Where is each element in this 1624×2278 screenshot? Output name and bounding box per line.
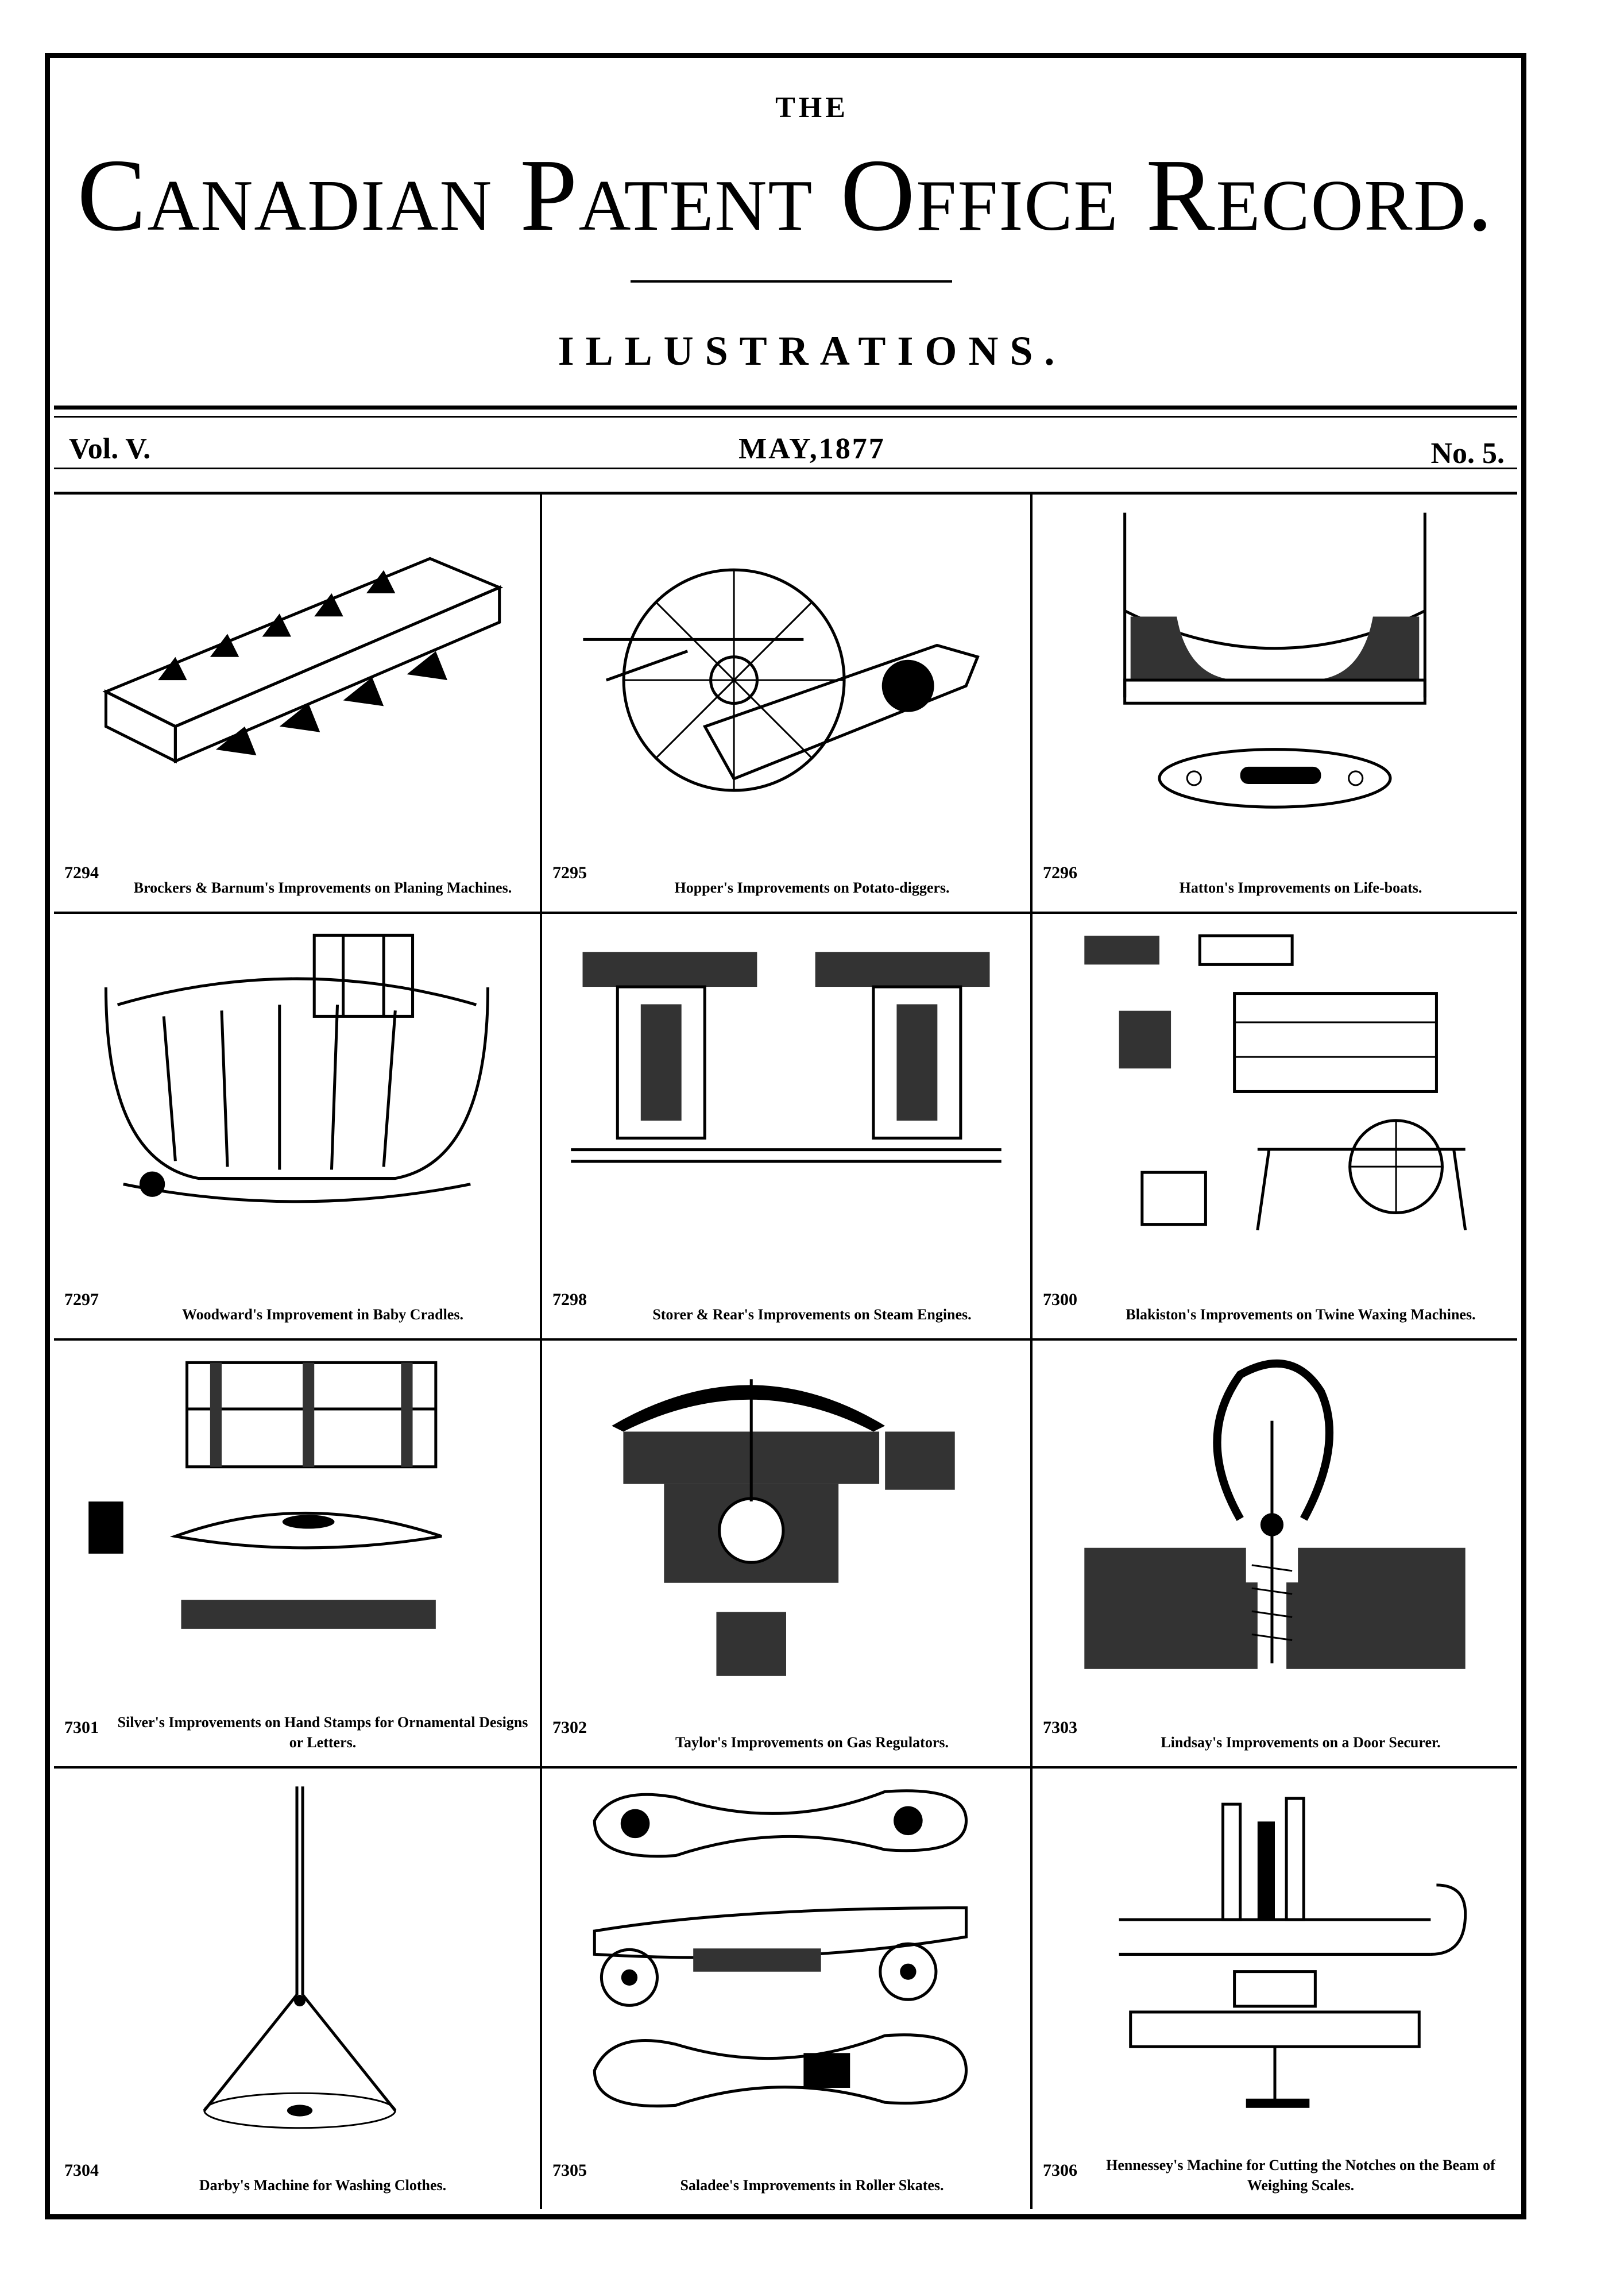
patent-caption: Blakiston's Improvements on Twine Waxing… [1126,1306,1476,1323]
patent-entry: 7301 Silver's Improvements on Hand Stamp… [54,1341,540,1766]
patent-caption: Woodward's Improvement in Baby Cradles. [182,1306,463,1323]
potato-digger-icon [559,506,1013,843]
header-rule [54,468,1517,469]
baby-cradle-icon [71,925,523,1269]
patent-entry: 7296 Hatton's Improvements on Life-boats… [1033,495,1517,912]
patent-entry: 7298 Storer & Rear's Improvements on Ste… [542,914,1030,1338]
title-divider [631,280,952,283]
patent-number: 7306 [1043,2161,1077,2180]
notch-cutting-machine-icon [1050,1780,1500,2140]
masthead-subtitle: ILLUSTRATIONS. [558,328,1066,374]
washing-machine-icon [71,1780,523,2140]
life-boat-icon [1050,506,1500,843]
patent-entry: 7295 Hopper's Improvements on Potato-dig… [542,495,1030,912]
patent-caption: Taylor's Improvements on Gas Regulators. [675,1733,949,1751]
masthead-title: Canadian Patent Office Record. [77,138,1494,252]
gas-regulator-icon [559,1352,1013,1697]
patent-caption: Lindsay's Improvements on a Door Securer… [1161,1733,1441,1751]
patent-caption: Hennessey's Machine for Cutting the Notc… [1106,2156,1495,2194]
steam-engine-icon [559,925,1013,1269]
patent-caption: Darby's Machine for Washing Clothes. [199,2176,447,2194]
roller-skate-icon [559,1780,1013,2140]
header-rule [54,406,1517,410]
patent-number: 7298 [552,1290,587,1309]
patent-caption: Storer & Rear's Improvements on Steam En… [652,1306,972,1323]
row-divider [54,912,1517,914]
patent-entry: 7304 Darby's Machine for Washing Clothes… [54,1769,540,2209]
hand-stamp-icon [71,1352,523,1697]
patent-entry: 7300 Blakiston's Improvements on Twine W… [1033,914,1517,1338]
masthead-the: THE [775,91,849,124]
header-rule [54,492,1517,495]
issue-date: MAY,1877 [738,433,886,465]
patent-number: 7302 [552,1718,587,1737]
patent-entry: 7294 Brockers & Barnum's Improvements on… [54,495,540,912]
twine-waxing-machine-icon [1050,925,1500,1269]
patent-number: 7296 [1043,863,1077,882]
patent-entry: 7297 Woodward's Improvement in Baby Crad… [54,914,540,1338]
patent-caption: Brockers & Barnum's Improvements on Plan… [133,879,512,896]
planing-machine-icon [71,506,523,843]
patent-caption: Silver's Improvements on Hand Stamps for… [117,1713,528,1751]
door-securer-icon [1050,1352,1500,1697]
patent-caption: Hopper's Improvements on Potato-diggers. [674,879,950,896]
patent-caption: Hatton's Improvements on Life-boats. [1179,879,1422,896]
patent-entry: 7305 Saladee's Improvements in Roller Sk… [542,1769,1030,2209]
column-divider [1030,495,1033,2209]
patent-number: 7300 [1043,1290,1077,1309]
patent-entry: 7302 Taylor's Improvements on Gas Regula… [542,1341,1030,1766]
page-border [45,53,1526,2219]
volume-label: Vol. V. [69,433,151,465]
patent-number: 7294 [64,863,99,882]
patent-number: 7297 [64,1290,99,1309]
header-rule [54,416,1517,418]
patent-number: 7301 [64,1718,99,1737]
illustration-grid: 7294 Brockers & Barnum's Improvements on… [54,495,1517,2209]
issue-number: No. 5. [1430,437,1505,470]
row-divider [54,1766,1517,1769]
patent-number: 7303 [1043,1718,1077,1737]
patent-number: 7304 [64,2161,99,2180]
patent-entry: 7306 Hennessey's Machine for Cutting the… [1033,1769,1517,2209]
patent-number: 7305 [552,2161,587,2180]
row-divider [54,1338,1517,1341]
patent-entry: 7303 Lindsay's Improvements on a Door Se… [1033,1341,1517,1766]
patent-number: 7295 [552,863,587,882]
column-divider [540,495,542,2209]
patent-caption: Saladee's Improvements in Roller Skates. [680,2176,944,2194]
